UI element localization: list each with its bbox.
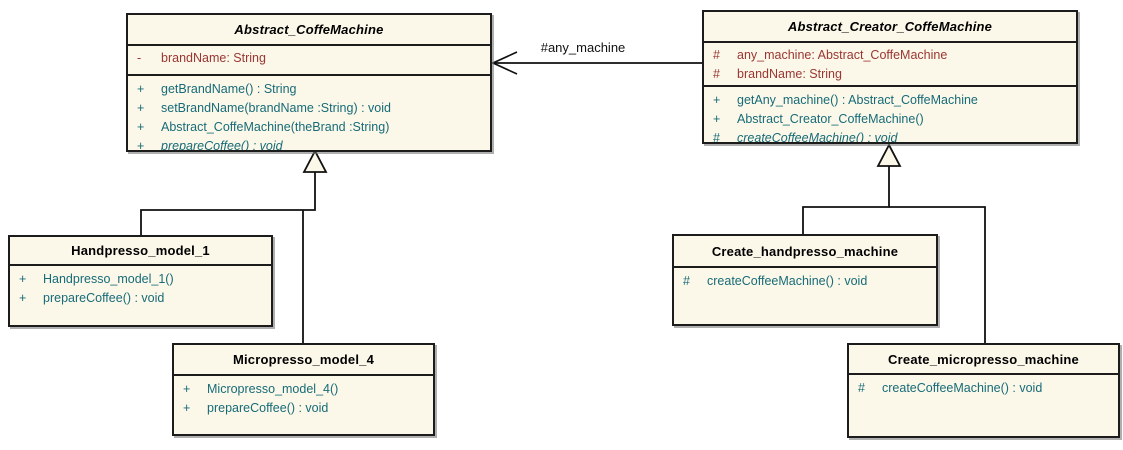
member-text: prepareCoffee() : void — [161, 139, 283, 150]
visibility-symbol: + — [713, 112, 721, 126]
uml-class-abstract-coffemachine[interactable]: Abstract_CoffeMachine - brandName: String… — [126, 13, 492, 152]
uml-class-micropresso-model-4[interactable]: Micropresso_model_4 + Micropresso_model_4… — [172, 343, 435, 436]
visibility-symbol: + — [19, 291, 27, 305]
association-label: #any_machine — [540, 40, 626, 55]
uml-attribute-row: # brandName: String — [704, 65, 1076, 84]
generalization-left[interactable] — [140, 149, 328, 343]
generalization-right[interactable] — [802, 143, 986, 343]
uml-method-row: + Handpresso_model_1() — [10, 270, 271, 289]
member-text: createCoffeeMachine() : void — [882, 381, 1043, 395]
uml-class-create-micropresso-machine[interactable]: Create_micropresso_machine # createCoffee… — [847, 343, 1120, 438]
methods-compartment: + Micropresso_model_4() + prepareCoffee() :… — [174, 376, 433, 434]
member-text: Handpresso_model_1() — [43, 272, 174, 286]
uml-method-row: + setBrandName(brandName :String) : void — [128, 99, 490, 118]
member-text: any_machine: Abstract_CoffeMachine — [737, 48, 948, 62]
visibility-symbol: # — [713, 67, 720, 81]
uml-method-row: + getBrandName() : String — [128, 80, 490, 99]
member-text: Abstract_Creator_CoffeMachine() — [737, 112, 924, 126]
uml-method-row: # createCoffeeMachine() : void — [849, 379, 1118, 398]
member-text: brandName: String — [161, 51, 266, 65]
visibility-symbol: # — [713, 48, 720, 62]
class-title: Abstract_Creator_CoffeMachine — [704, 12, 1076, 43]
visibility-symbol: + — [183, 382, 191, 396]
member-text: createCoffeeMachine() : void — [707, 274, 868, 288]
visibility-symbol: + — [137, 139, 145, 150]
generalization-triangle-icon — [876, 143, 902, 167]
class-title: Micropresso_model_4 — [174, 345, 433, 376]
member-text: Micropresso_model_4() — [207, 382, 339, 396]
uml-method-row: + prepareCoffee() : void — [10, 289, 271, 308]
uml-class-abstract-creator-coffemachine[interactable]: Abstract_Creator_CoffeMachine # any_machi… — [702, 10, 1078, 144]
member-text: getBrandName() : String — [161, 82, 297, 96]
member-text: prepareCoffee() : void — [207, 401, 329, 415]
visibility-symbol: + — [137, 101, 145, 115]
member-text: prepareCoffee() : void — [43, 291, 165, 305]
visibility-symbol: + — [19, 272, 27, 286]
member-text: setBrandName(brandName :String) : void — [161, 101, 391, 115]
uml-method-row: # createCoffeeMachine() : void — [674, 272, 936, 291]
uml-method-row: + Micropresso_model_4() — [174, 380, 433, 399]
uml-attribute-row: # any_machine: Abstract_CoffeMachine — [704, 46, 1076, 65]
methods-compartment: + getAny_machine() : Abstract_CoffeMachin… — [704, 87, 1076, 142]
member-text: createCoffeeMachine() : void — [737, 131, 898, 142]
class-title: Abstract_CoffeMachine — [128, 15, 490, 46]
member-text: getAny_machine() : Abstract_CoffeMachine — [737, 93, 978, 107]
visibility-symbol: + — [713, 93, 721, 107]
uml-method-row: + prepareCoffee() : void — [128, 137, 490, 150]
visibility-symbol: # — [713, 131, 720, 142]
methods-compartment: + getBrandName() : String + setBrandName(br… — [128, 76, 490, 150]
attributes-compartment: - brandName: String — [128, 46, 490, 76]
methods-compartment: + Handpresso_model_1() + prepareCoffee() : … — [10, 266, 271, 325]
uml-method-row: + getAny_machine() : Abstract_CoffeMachin… — [704, 91, 1076, 110]
member-text: brandName: String — [737, 67, 842, 81]
visibility-symbol: + — [137, 82, 145, 96]
class-title: Handpresso_model_1 — [10, 237, 271, 266]
uml-class-create-handpresso-machine[interactable]: Create_handpresso_machine # createCoffeeM… — [672, 234, 938, 326]
uml-method-row: + Abstract_CoffeMachine(theBrand :String) — [128, 118, 490, 137]
class-title: Create_micropresso_machine — [849, 345, 1118, 375]
open-arrowhead-icon — [490, 51, 518, 75]
attributes-compartment: # any_machine: Abstract_CoffeMachine # bran… — [704, 43, 1076, 87]
visibility-symbol: + — [137, 120, 145, 134]
uml-attribute-row: - brandName: String — [128, 49, 490, 68]
uml-method-row: + prepareCoffee() : void — [174, 399, 433, 418]
visibility-symbol: # — [858, 381, 865, 395]
member-text: Abstract_CoffeMachine(theBrand :String) — [161, 120, 390, 134]
methods-compartment: # createCoffeeMachine() : void — [674, 268, 936, 324]
visibility-symbol: - — [137, 51, 142, 65]
class-title: Create_handpresso_machine — [674, 236, 936, 268]
visibility-symbol: + — [183, 401, 191, 415]
association-any-machine[interactable] — [490, 51, 702, 75]
visibility-symbol: # — [683, 274, 690, 288]
uml-method-row: # createCoffeeMachine() : void — [704, 129, 1076, 142]
generalization-triangle-icon — [302, 149, 328, 173]
uml-method-row: + Abstract_Creator_CoffeMachine() — [704, 110, 1076, 129]
methods-compartment: # createCoffeeMachine() : void — [849, 375, 1118, 436]
uml-class-handpresso-model-1[interactable]: Handpresso_model_1 + Handpresso_model_1()… — [8, 235, 273, 327]
